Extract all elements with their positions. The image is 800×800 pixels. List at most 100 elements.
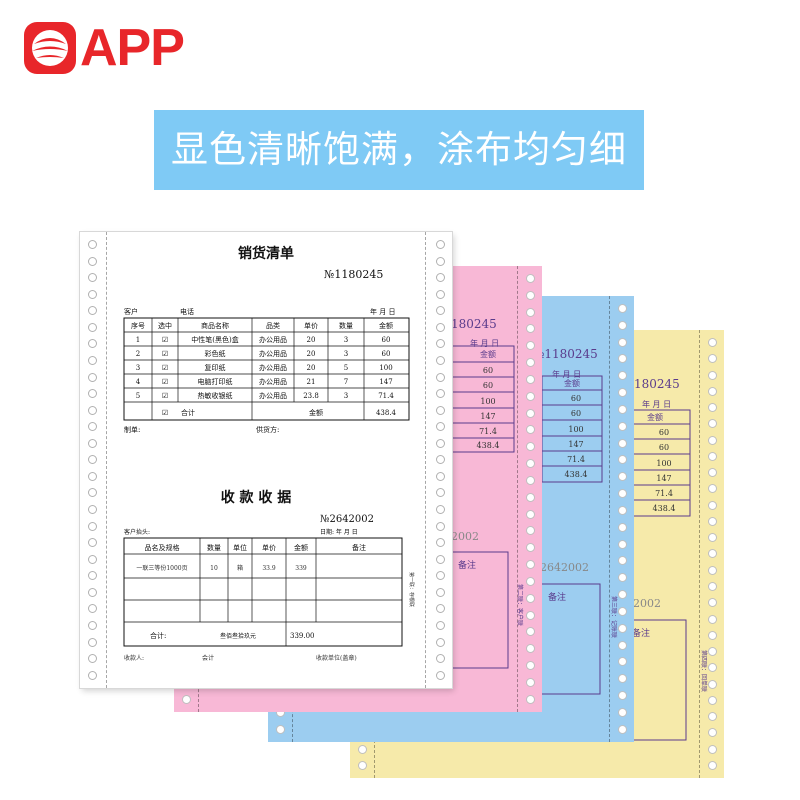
sprocket-hole xyxy=(87,256,97,266)
receipt-col-header: 金额 xyxy=(294,543,308,552)
sprocket-hole xyxy=(707,338,717,347)
yellow-value: 100 xyxy=(656,459,671,468)
receipt-cell: 33.9 xyxy=(262,565,276,572)
sprocket-hole xyxy=(707,370,717,380)
sprocket-hole xyxy=(87,455,97,465)
sprocket-hole xyxy=(87,339,97,349)
table-cell: 3 xyxy=(136,364,140,372)
receipt-number: №2642002 xyxy=(320,514,374,525)
sprocket-hole xyxy=(525,677,535,687)
sprocket-hole xyxy=(435,339,445,349)
sprocket-hole xyxy=(617,320,627,330)
col-header: 金额 xyxy=(379,321,393,330)
sprocket-hole xyxy=(87,322,97,332)
sprocket-hole xyxy=(617,337,627,347)
col-header: 商品名称 xyxy=(201,321,229,330)
sprocket-hole xyxy=(435,471,445,481)
table-cell: 23.8 xyxy=(303,392,319,400)
sprocket-hole xyxy=(525,425,535,435)
sprocket-hole xyxy=(707,647,717,657)
sprocket-hole xyxy=(435,422,445,432)
sprocket-hole xyxy=(617,438,627,448)
receipt-col-header: 数量 xyxy=(207,543,221,552)
receipt-customer-label: 客户抬头: xyxy=(124,528,150,536)
accountant-label: 会计 xyxy=(202,654,214,662)
sprocket-hole xyxy=(617,691,627,701)
sprocket-hole xyxy=(435,538,445,548)
sprocket-hole xyxy=(707,565,717,575)
receipt-total-words: 叁佰叁拾玖元 xyxy=(220,632,256,640)
sales-list-number: №1180245 xyxy=(324,268,383,281)
sprocket-hole xyxy=(525,475,535,485)
sprocket-hole xyxy=(87,538,97,548)
sprocket-hole xyxy=(435,405,445,415)
total-value: 438.4 xyxy=(376,409,397,417)
sprocket-hole xyxy=(617,404,627,414)
col-header: 单价 xyxy=(304,321,318,330)
checkbox-icon: ☑ xyxy=(162,350,168,358)
sprocket-hole xyxy=(435,256,445,266)
sprocket-hole xyxy=(87,620,97,630)
sprocket-hole xyxy=(435,306,445,316)
blue-value: 147 xyxy=(568,440,583,449)
receipt-total-label: 合计: xyxy=(150,631,166,640)
table-cell: 3 xyxy=(344,392,348,400)
blue-amount-header: 金额 xyxy=(564,378,580,388)
unit-label: 收款单位(盖章) xyxy=(316,654,357,662)
sprocket-hole xyxy=(707,679,717,689)
sprocket-hole xyxy=(707,468,717,478)
sprocket-hole xyxy=(617,472,627,482)
sprocket-hole xyxy=(87,604,97,614)
sprocket-hole xyxy=(707,663,717,673)
table-cell: 中性笔(黑色)盒 xyxy=(191,335,238,344)
pink-value: 71.4 xyxy=(479,427,497,436)
sprocket-hole xyxy=(435,554,445,564)
sprocket-holes-right xyxy=(704,338,720,770)
sprocket-hole xyxy=(617,489,627,499)
sprocket-hole xyxy=(617,421,627,431)
receipt-col-header: 单位 xyxy=(233,543,247,552)
blue-receipt-number: 2642002 xyxy=(540,561,589,574)
pink-side-note: 第二联：客户联 xyxy=(516,584,524,626)
sprocket-hole xyxy=(435,505,445,514)
yellow-amount-header: 金额 xyxy=(647,412,663,422)
sprocket-hole xyxy=(87,289,97,299)
table-cell: 20 xyxy=(307,364,316,372)
sprocket-hole xyxy=(435,488,445,498)
blue-value: 71.4 xyxy=(567,455,585,464)
sprocket-hole xyxy=(275,724,285,734)
table-rows: 1 ☑ 中性笔(黑色)盒 办公用品 20 3 60 2 ☑ 彩色纸 办公用品 2… xyxy=(136,335,397,417)
phone-label: 电话 xyxy=(180,307,194,316)
sprocket-hole xyxy=(617,354,627,364)
table-cell: 热敏收银纸 xyxy=(198,391,233,400)
sprocket-hole xyxy=(87,438,97,448)
date-label: 年 月 日 xyxy=(370,307,395,316)
sprocket-hole xyxy=(707,451,717,461)
sprocket-hole xyxy=(525,324,535,334)
table-cell: 20 xyxy=(307,336,316,344)
table-cell: 5 xyxy=(136,392,140,400)
col-header: 序号 xyxy=(131,321,145,330)
blue-value: 438.4 xyxy=(565,470,588,479)
receipt-title: 收 款 收 据 xyxy=(221,489,292,506)
pink-amount-header: 金额 xyxy=(480,349,496,359)
receipt-total-value: 339.00 xyxy=(290,632,315,640)
sprocket-hole xyxy=(435,240,445,249)
receipt-col-header: 单价 xyxy=(262,543,276,552)
pink-value: 100 xyxy=(480,397,495,406)
sprocket-hole xyxy=(435,455,445,465)
sprocket-hole xyxy=(357,760,367,770)
sprocket-hole xyxy=(435,571,445,581)
sprocket-hole xyxy=(707,386,717,396)
table-cell: 办公用品 xyxy=(259,391,287,400)
table-cell: 60 xyxy=(382,336,391,344)
sprocket-hole xyxy=(435,355,445,365)
sprocket-hole xyxy=(525,644,535,654)
blue-number: №1180245 xyxy=(533,347,598,361)
sprocket-hole xyxy=(707,728,717,738)
sprocket-hole xyxy=(87,587,97,597)
sprocket-hole xyxy=(435,322,445,332)
sprocket-hole xyxy=(525,492,535,502)
sprocket-hole xyxy=(707,630,717,640)
table-cell: 3 xyxy=(344,336,348,344)
